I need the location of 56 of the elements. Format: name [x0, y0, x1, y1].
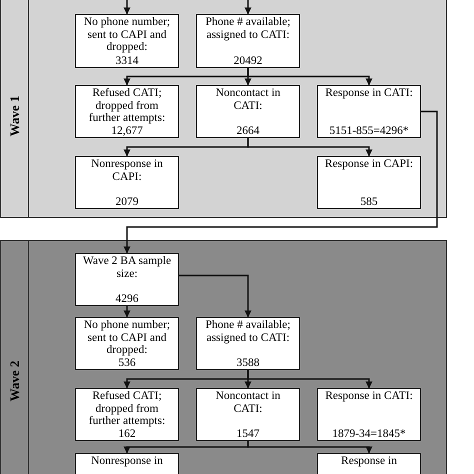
- process-box: [75, 14, 179, 68]
- box-heading: Nonresponse in CAPI:: [90, 158, 164, 183]
- arrow: [247, 441, 372, 454]
- process-box: [75, 453, 179, 474]
- arrow: [124, 0, 130, 14]
- arrow: [124, 110, 438, 254]
- process-box: [75, 253, 179, 306]
- arrow: [124, 306, 130, 318]
- process-box: [196, 317, 300, 370]
- box-count: 12,677: [111, 124, 143, 137]
- arrow: [247, 68, 372, 86]
- box-heading: Refused CATI; dropped from further attempts:: [88, 390, 166, 428]
- process-box: [317, 388, 421, 441]
- box-heading: No phone number; sent to CAPI and dropped:: [82, 319, 172, 356]
- box-heading: Response in CATI:: [325, 87, 413, 100]
- arrow: [244, 0, 252, 14]
- process-box: [196, 14, 300, 68]
- wave-label: Wave 2: [7, 360, 23, 402]
- box-heading: Noncontact in CATI:: [214, 390, 282, 415]
- box-count: 1547: [236, 428, 260, 440]
- box-heading: Nonresponse in: [91, 455, 163, 468]
- box-heading: Phone # available; assigned to CATI:: [204, 319, 292, 344]
- box-heading: Response in CATI:: [325, 390, 413, 402]
- box-heading: No phone number; sent to CAPI and dropped:: [82, 16, 172, 54]
- box-heading: Wave 2 BA sample size:: [82, 255, 172, 280]
- box-count: 3314: [116, 54, 138, 67]
- box-count: 4296: [116, 292, 138, 305]
- process-box: [75, 388, 179, 441]
- box-heading: Noncontact in CATI:: [214, 87, 282, 112]
- box-count: 3588: [236, 356, 260, 369]
- wave-label: Wave 1: [7, 96, 23, 136]
- box-heading: Response in: [341, 455, 397, 468]
- process-box: [75, 85, 179, 138]
- process-box: [75, 156, 179, 209]
- box-count: 20492: [234, 54, 262, 67]
- box-heading: Refused CATI; dropped from further attempts:: [88, 87, 166, 124]
- arrow: [179, 274, 252, 318]
- box-heading: Response in CAPI:: [324, 158, 414, 170]
- box-count: 1879-34=1845*: [332, 428, 406, 440]
- box-count: 2664: [236, 124, 260, 137]
- box-count: 536: [118, 356, 136, 369]
- box-count: 162: [118, 428, 136, 440]
- process-box: [196, 85, 300, 138]
- process-box: [317, 453, 421, 474]
- process-box: [317, 156, 421, 209]
- process-box: [75, 317, 179, 370]
- arrow: [247, 370, 372, 388]
- wave-panel: [0, 240, 447, 474]
- box-count: 2079: [116, 196, 138, 208]
- box-count: 585: [360, 196, 378, 208]
- process-box: [196, 388, 300, 441]
- arrow: [247, 138, 372, 156]
- wave-panel: [0, 0, 447, 218]
- box-count: 5151-855=4296*: [329, 124, 409, 137]
- box-heading: Phone # available; assigned to CATI:: [204, 16, 292, 41]
- process-box: [317, 85, 421, 138]
